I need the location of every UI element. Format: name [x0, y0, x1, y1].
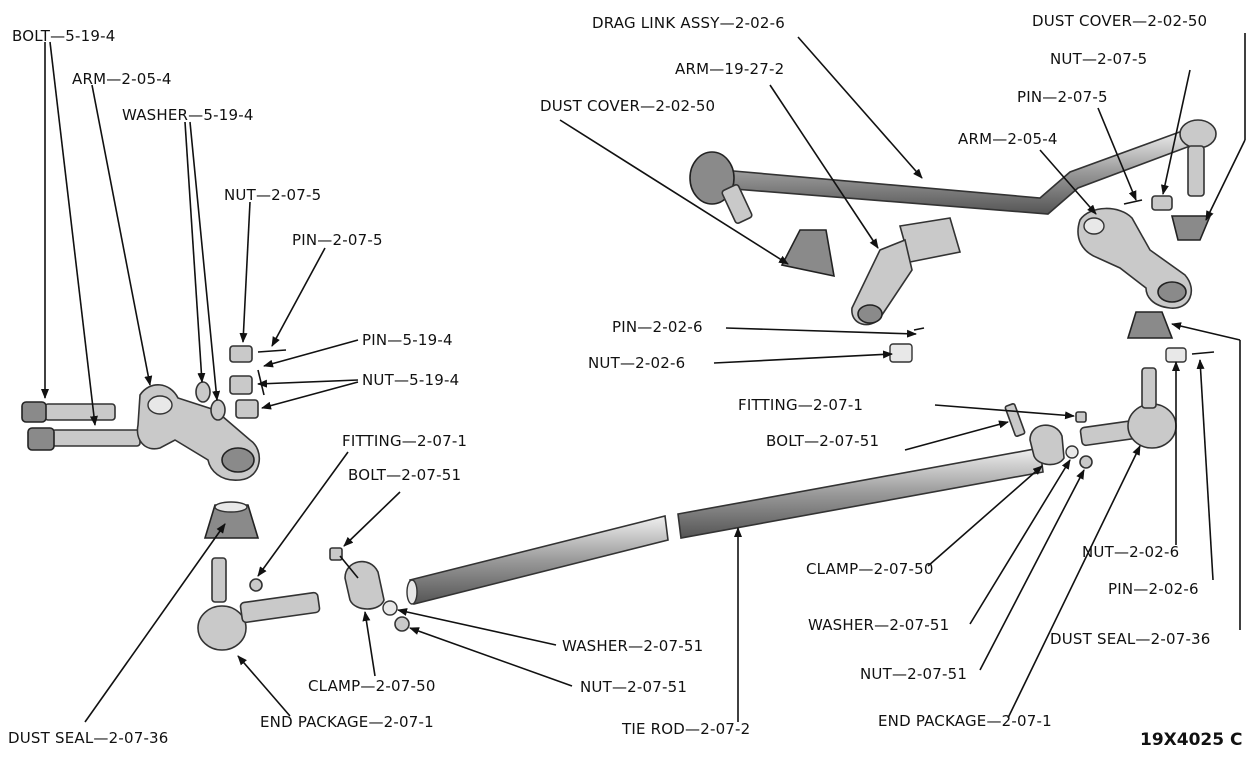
- arm-right: [1077, 207, 1193, 309]
- dust-cover-right: [1170, 215, 1212, 241]
- label-pin-2-02-6-right: PIN—2-02-6: [1108, 580, 1199, 598]
- label-tie-rod: TIE ROD—2-07-2: [622, 720, 751, 738]
- nut-5194-lower: [235, 399, 259, 419]
- fitting-left: [249, 578, 263, 592]
- label-dust-cover-mid: DUST COVER—2-02-50: [540, 97, 716, 115]
- label-dust-seal-left: DUST SEAL—2-07-36: [8, 729, 169, 747]
- label-nut-5-19-4: NUT—5-19-4: [362, 371, 460, 389]
- label-end-package-left: END PACKAGE—2-07-1: [260, 713, 434, 731]
- washer-right-2751: [1065, 445, 1079, 459]
- tie-rod: [406, 447, 1044, 605]
- arm-19272: [851, 217, 962, 326]
- label-washer-5-19-4: WASHER—5-19-4: [122, 106, 254, 124]
- label-nut-2-07-51-left: NUT—2-07-51: [580, 678, 688, 696]
- pin-right: [1123, 199, 1143, 205]
- label-end-package-right: END PACKAGE—2-07-1: [878, 712, 1052, 730]
- label-clamp-right: CLAMP—2-07-50: [806, 560, 934, 578]
- label-arm-2-05-4-right: ARM—2-05-4: [958, 130, 1058, 148]
- washer-left-2: [210, 399, 226, 421]
- label-washer-2-07-51-left: WASHER—2-07-51: [562, 637, 704, 655]
- nut-mid-2026: [889, 343, 913, 363]
- label-clamp-left: CLAMP—2-07-50: [308, 677, 436, 695]
- label-dust-cover-right: DUST COVER—2-02-50: [1032, 12, 1208, 30]
- nut-right-castle: [1151, 195, 1173, 211]
- fitting-right: [1075, 411, 1087, 423]
- label-bolt-2-07-51-left: BOLT—2-07-51: [348, 466, 462, 484]
- nut-5194-upper: [229, 375, 253, 395]
- bolt-left-lower: [27, 427, 141, 451]
- label-nut-2-02-6-right: NUT—2-02-6: [1082, 543, 1180, 561]
- clamp-right: [1004, 403, 1065, 466]
- end-package-left: [197, 557, 321, 651]
- dust-cover-mid: [780, 229, 835, 278]
- washer-left-2751: [382, 600, 398, 616]
- label-pin-2-07-5-right: PIN—2-07-5: [1017, 88, 1108, 106]
- label-nut-2-02-6-mid: NUT—2-02-6: [588, 354, 686, 372]
- label-fitting-right: FITTING—2-07-1: [738, 396, 864, 414]
- label-arm-19-27-2: ARM—19-27-2: [675, 60, 785, 78]
- pin-left: [257, 349, 287, 353]
- label-nut-2-07-51-right: NUT—2-07-51: [860, 665, 968, 683]
- pin-mid-2026: [913, 327, 925, 331]
- pin-right-2026: [1191, 351, 1215, 355]
- clamp-left: [329, 547, 385, 610]
- nut-left-2751: [394, 616, 410, 632]
- label-arm-2-05-4-left: ARM—2-05-4: [72, 70, 172, 88]
- label-nut-2-07-5-left: NUT—2-07-5: [224, 186, 322, 204]
- bolt-left-upper: [21, 401, 116, 423]
- pin-5194: [257, 369, 265, 396]
- washer-left-1: [195, 381, 211, 403]
- nut-right-2026: [1165, 347, 1187, 363]
- leader-lines: [41, 33, 1246, 723]
- arm-left: [136, 384, 261, 481]
- figure-code: 19X4025 C: [1140, 730, 1243, 750]
- nut-left-castle: [229, 345, 253, 363]
- label-nut-2-07-5-right: NUT—2-07-5: [1050, 50, 1148, 68]
- end-package-right: [1079, 367, 1177, 449]
- nut-right-2751: [1079, 455, 1093, 469]
- label-pin-5-19-4: PIN—5-19-4: [362, 331, 453, 349]
- label-drag-link: DRAG LINK ASSY—2-02-6: [592, 14, 786, 32]
- label-pin-2-07-5-left: PIN—2-07-5: [292, 231, 383, 249]
- label-washer-2-07-51-right: WASHER—2-07-51: [808, 616, 950, 634]
- drag-link: [689, 119, 1217, 224]
- label-bolt-5-19-4: BOLT—5-19-4: [12, 27, 116, 45]
- label-fitting-left: FITTING—2-07-1: [342, 432, 468, 450]
- dust-seal-right: [1126, 311, 1174, 339]
- label-bolt-2-07-51-right: BOLT—2-07-51: [766, 432, 880, 450]
- label-pin-2-02-6-mid: PIN—2-02-6: [612, 318, 703, 336]
- label-dust-seal-right: DUST SEAL—2-07-36: [1050, 630, 1211, 648]
